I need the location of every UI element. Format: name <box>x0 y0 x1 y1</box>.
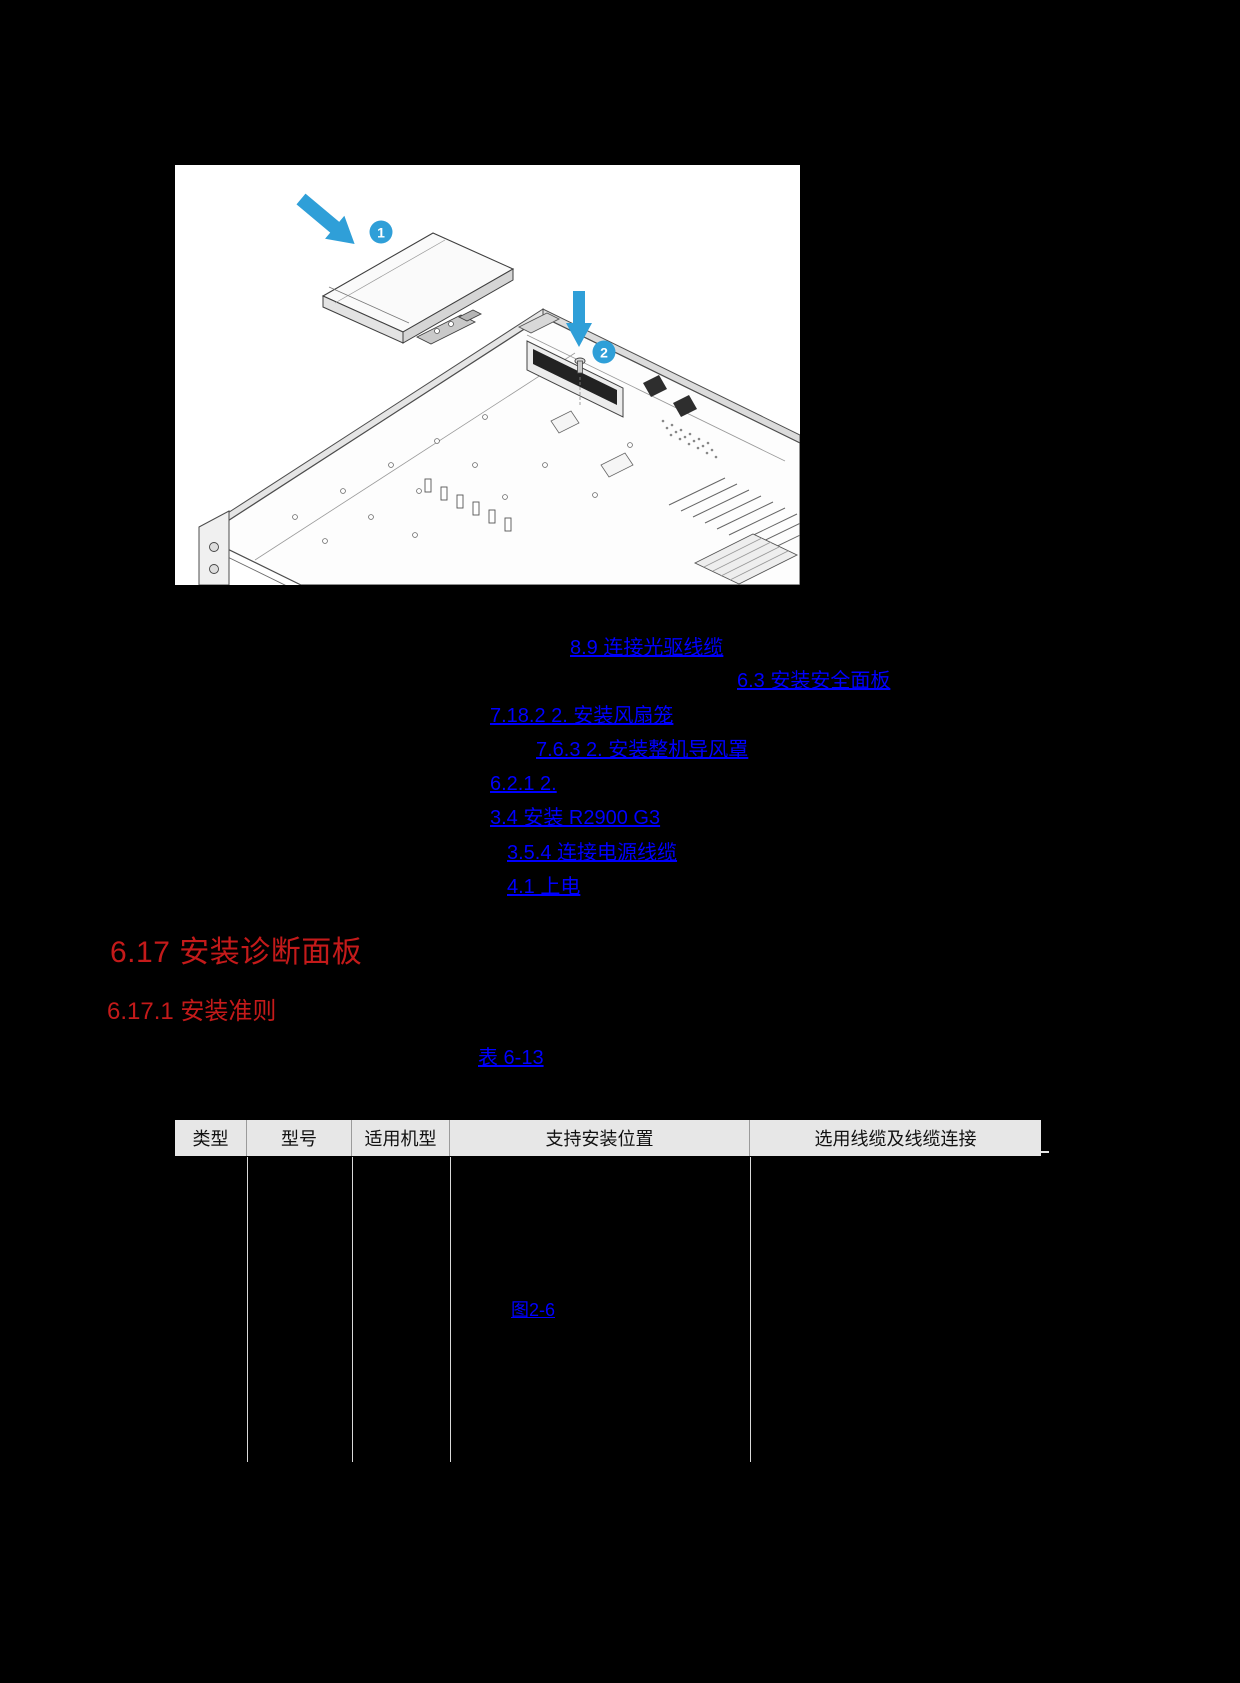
section-heading: 6.17 安装诊断面板 <box>110 936 363 969</box>
table-column-divider <box>450 1157 451 1462</box>
server-chassis-figure: 1 2 <box>198 193 800 585</box>
step1-callout: 1 <box>369 220 393 244</box>
odd-bay <box>517 312 624 418</box>
table-header-positions: 支持安装位置 <box>450 1120 750 1156</box>
link-install-security-panel[interactable]: 6.3 安装安全面板 <box>737 670 891 692</box>
link-connect-power-cables[interactable]: 3.5.4 连接电源线缆 <box>507 842 678 864</box>
svg-text:2: 2 <box>600 345 608 361</box>
chassis-deck <box>201 316 800 585</box>
svg-text:1: 1 <box>377 225 385 241</box>
link-install-fan-cage[interactable]: 7.18.2 2. 安装风扇笼 <box>490 705 674 727</box>
board-connectors <box>550 375 697 478</box>
link-section-6-2-1[interactable]: 6.2.1 2. <box>490 773 557 795</box>
rack-ear <box>198 510 230 585</box>
subsection-heading: 6.17.1 安装准则 <box>107 998 277 1025</box>
optical-drive-drawing <box>321 232 515 345</box>
cpu-heatsink <box>693 533 799 585</box>
connector-row <box>424 478 512 532</box>
table-header-type: 类型 <box>175 1120 247 1156</box>
link-install-r2900-g3[interactable]: 3.4 安装 R2900 G3 <box>490 807 661 829</box>
table-right-edge-mark <box>1040 1151 1049 1153</box>
table-header-applicable: 适用机型 <box>352 1120 450 1156</box>
link-connect-odd-cable[interactable]: 8.9 连接光驱线缆 <box>570 637 724 659</box>
table-column-divider <box>352 1157 353 1462</box>
vent-holes <box>661 419 718 459</box>
step2-callout: 2 <box>592 340 616 364</box>
step1-arrow-icon <box>296 193 355 244</box>
step2-arrow-icon <box>566 291 592 347</box>
table-header-cables: 选用线缆及线缆连接 <box>814 1129 977 1149</box>
deck-screw-holes <box>292 414 633 544</box>
table-header-row: 类型 型号 适用机型 支持安装位置 选用线缆及线缆连接 <box>175 1120 1041 1156</box>
figure-optical-drive-install: 1 2 <box>175 165 800 585</box>
table-header-model: 型号 <box>247 1120 352 1156</box>
screw <box>574 357 586 407</box>
link-figure-2-6[interactable]: 图2-6 <box>511 1300 556 1320</box>
link-power-on[interactable]: 4.1 上电 <box>507 876 581 898</box>
link-table-6-13[interactable]: 表 6-13 <box>478 1047 544 1069</box>
table-column-divider <box>750 1157 751 1462</box>
link-install-air-duct[interactable]: 7.6.3 2. 安装整机导风罩 <box>536 739 749 761</box>
table-column-divider <box>247 1157 248 1462</box>
